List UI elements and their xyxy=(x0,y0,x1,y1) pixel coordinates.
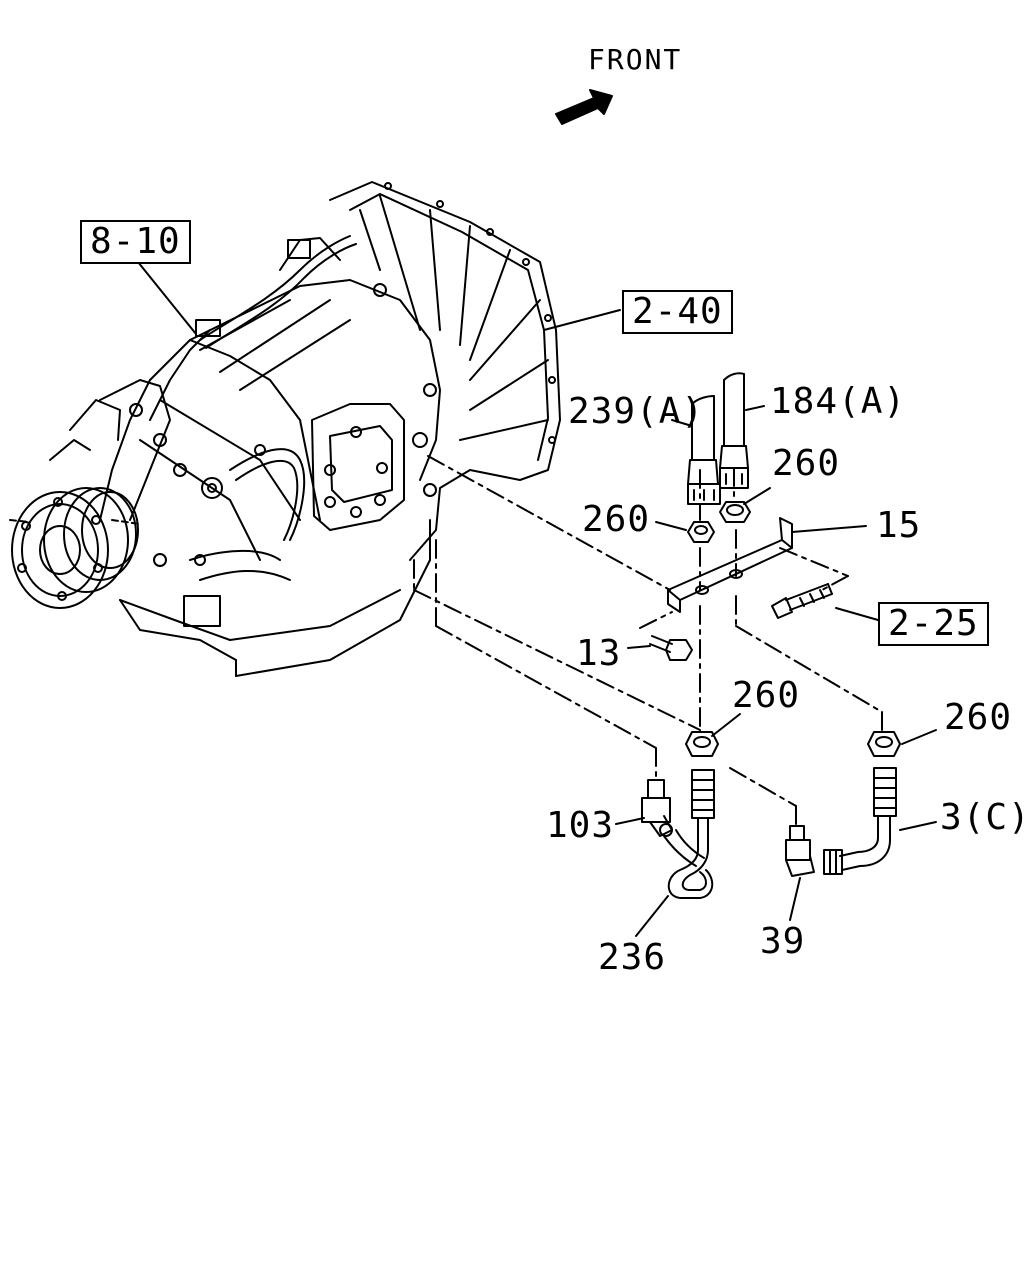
part-label-260-upper-right: 260 xyxy=(772,443,841,484)
pipe-236-icon xyxy=(663,769,715,899)
bracket-15-icon xyxy=(667,517,793,613)
part-label-184a: 184(A) xyxy=(770,381,907,422)
nut-260-upper-left-icon xyxy=(687,521,715,543)
part-label-3c: 3(C) xyxy=(940,797,1024,838)
part-label-39: 39 xyxy=(760,921,806,962)
nut-260-right-icon xyxy=(867,731,901,757)
fitting-39-icon xyxy=(785,825,815,877)
ref-box-2-25: 2-25 xyxy=(878,602,989,646)
nut-260-mid-icon xyxy=(685,731,719,757)
transmission-icon xyxy=(9,181,561,677)
part-label-260-right: 260 xyxy=(944,697,1013,738)
part-label-103: 103 xyxy=(546,805,615,846)
ref-box-8-10: 8-10 xyxy=(80,220,191,264)
part-label-260-mid: 260 xyxy=(732,675,801,716)
part-label-13: 13 xyxy=(576,633,622,674)
nut-260-upper-right-icon xyxy=(719,501,751,523)
part-label-236: 236 xyxy=(598,937,667,978)
hose-239a-icon xyxy=(687,395,721,505)
bolt-13-icon xyxy=(649,635,693,661)
pipe-3c-icon xyxy=(823,767,897,875)
bolt-2-25-icon xyxy=(771,583,833,619)
front-arrow-icon xyxy=(555,89,613,125)
fitting-103-icon xyxy=(641,779,673,837)
part-label-15: 15 xyxy=(876,505,922,546)
hose-184a-icon xyxy=(719,372,749,489)
front-label: FRONT xyxy=(588,43,683,76)
ref-box-2-40: 2-40 xyxy=(622,290,733,334)
part-label-260-upper-left: 260 xyxy=(582,499,651,540)
part-label-239a: 239(A) xyxy=(568,391,705,432)
